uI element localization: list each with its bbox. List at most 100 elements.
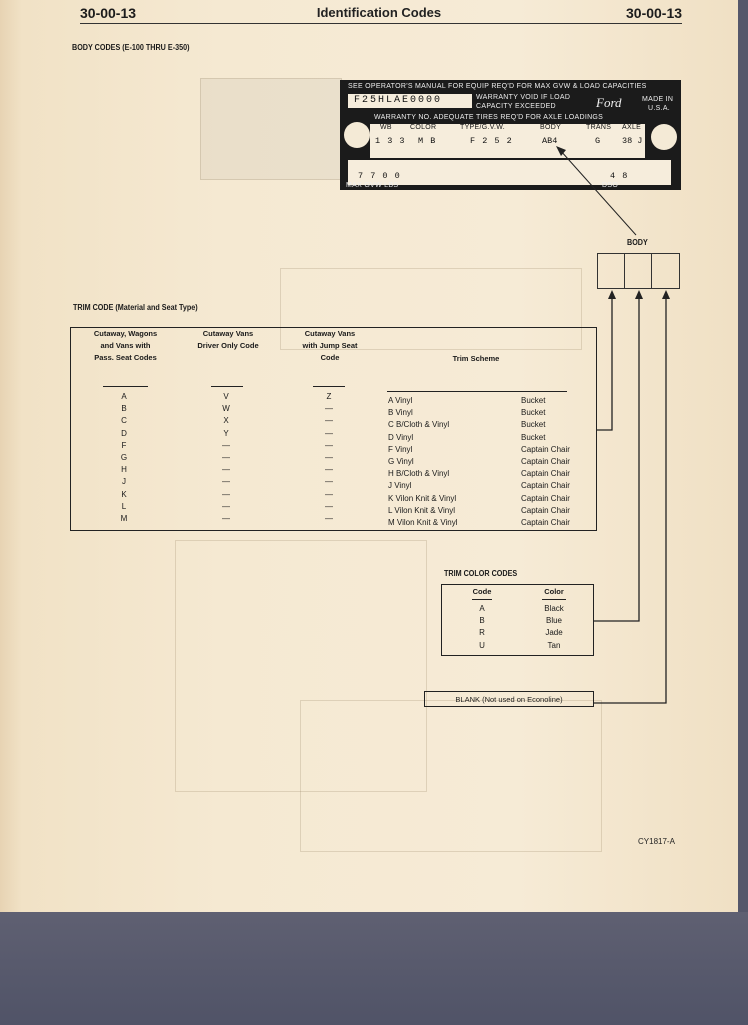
- plate-line3: WARRANTY NO. ADEQUATE TIRES REQ'D FOR AX…: [374, 114, 604, 121]
- color-code: R: [479, 628, 485, 638]
- mounting-hole-right: [651, 124, 677, 150]
- seat-type: Bucket: [521, 408, 546, 418]
- col-jump-seat: Z——————————: [314, 391, 344, 525]
- seat-type: Captain Chair: [521, 481, 570, 491]
- label-type-gvw: TYPE/G.V.W.: [460, 124, 506, 131]
- color-code: B: [479, 616, 485, 626]
- header-pass-seat: Cutaway, Wagons and Vans with Pass. Seat…: [93, 329, 158, 362]
- header-trim-scheme: Trim Scheme: [452, 354, 500, 363]
- trim-material: H B/Cloth & Vinyl: [388, 469, 450, 479]
- seat-type: Captain Chair: [521, 518, 570, 528]
- body-code-box-1: [597, 253, 625, 289]
- jump-seat-code: Z: [326, 392, 332, 401]
- jump-seat-code: —: [325, 440, 333, 450]
- value-body: AB4: [542, 136, 558, 146]
- body-codes-title: BODY CODES (E-100 THRU E-350): [72, 43, 190, 52]
- vin-value: F25HLAE0000: [354, 95, 443, 106]
- body-code-box-2: [624, 253, 652, 289]
- jump-seat-code: —: [325, 501, 333, 511]
- gvw-area: 7 7 0 0 4 8: [348, 160, 671, 185]
- plate-line1: SEE OPERATOR'S MANUAL FOR EQUIP REQ'D FO…: [348, 83, 647, 90]
- pass-seat-code: F: [121, 440, 127, 450]
- color-name: Black: [544, 604, 564, 613]
- driver-only-code: —: [222, 440, 230, 450]
- driver-only-code: X: [223, 416, 229, 426]
- blank-note-box: BLANK (Not used on Econoline): [424, 691, 594, 707]
- made-in-a: MADE IN: [642, 96, 674, 103]
- label-axle: AXLE: [622, 124, 642, 131]
- value-wb: 1 3 3: [375, 136, 406, 146]
- color-name: Blue: [545, 616, 562, 626]
- page-title: Identification Codes: [316, 5, 442, 20]
- header-driver-only: Cutaway Vans Driver Only Code: [197, 329, 259, 350]
- trim-material: A Vinyl: [388, 396, 413, 405]
- jump-seat-code: —: [325, 465, 333, 475]
- seat-type: Bucket: [521, 432, 546, 442]
- jump-seat-code: —: [325, 477, 333, 487]
- page-number-left: 30-00-13: [80, 5, 137, 21]
- page-number-right: 30-00-13: [626, 5, 683, 21]
- value-trans: G: [595, 136, 601, 146]
- warranty-text-a: WARRANTY VOID IF LOAD: [476, 94, 571, 101]
- bleed-through: [175, 540, 427, 792]
- pass-seat-code: K: [121, 489, 127, 499]
- pass-seat-code: C: [121, 416, 127, 426]
- jump-seat-code: —: [325, 428, 333, 438]
- bleed-through: [280, 268, 582, 350]
- trim-material: L Vilon Knit & Vinyl: [388, 505, 456, 515]
- trim-material: F Vinyl: [388, 444, 413, 454]
- value-axle: 38 J: [622, 136, 643, 146]
- driver-only-code: —: [222, 489, 230, 499]
- jump-seat-code: —: [325, 489, 333, 499]
- value-dso: 4 8: [610, 171, 629, 181]
- figure-id: CY1817-A: [638, 837, 675, 846]
- label-body: BODY: [540, 124, 562, 131]
- label-color: COLOR: [410, 124, 437, 131]
- pass-seat-code: M: [120, 514, 128, 524]
- label-trans: TRANS: [586, 124, 612, 131]
- header-underline: [103, 386, 148, 387]
- manual-page: 30-00-13 Identification Codes 30-00-13 B…: [0, 0, 738, 912]
- driver-only-code: Y: [223, 428, 229, 438]
- trim-material: J Vinyl: [388, 481, 412, 491]
- seat-type: Captain Chair: [521, 444, 570, 454]
- pass-seat-code: G: [120, 453, 128, 463]
- dso-label: DSO: [602, 182, 619, 189]
- body-code-box-3: [651, 253, 680, 289]
- driver-only-code: —: [222, 453, 230, 463]
- value-type: F 2 5 2: [470, 136, 513, 146]
- pass-seat-code: A: [121, 392, 127, 401]
- ford-logo: Ford: [596, 95, 622, 110]
- seat-type: Captain Chair: [521, 469, 570, 479]
- color-code: A: [479, 604, 485, 613]
- driver-only-code: W: [222, 404, 230, 414]
- body-label: BODY: [627, 238, 648, 247]
- color-name: Tan: [547, 640, 561, 650]
- warranty-text-b: CAPACITY EXCEEDED: [476, 103, 556, 110]
- made-in-b: U.S.A.: [648, 105, 671, 112]
- plate-code-area: WB COLOR TYPE/G.V.W. BODY TRANS AXLE 1 3…: [370, 124, 645, 158]
- driver-only-code: —: [222, 501, 230, 511]
- pass-seat-code: H: [121, 465, 127, 475]
- header-underline: [313, 386, 345, 387]
- header-jump-seat: Cutaway Vans with Jump Seat Code: [302, 329, 358, 362]
- driver-only-code: V: [223, 392, 229, 401]
- bleed-through: [200, 78, 342, 180]
- leader-lines: [556, 146, 670, 704]
- trim-material: M Vilon Knit & Vinyl: [388, 518, 458, 528]
- pass-seat-code: L: [121, 501, 127, 511]
- driver-only-code: —: [222, 465, 230, 475]
- seat-type: Bucket: [521, 420, 546, 430]
- pass-seat-code: J: [122, 477, 126, 487]
- jump-seat-code: —: [325, 514, 333, 524]
- seat-type: Bucket: [521, 396, 546, 405]
- mounting-hole-left: [344, 122, 370, 148]
- background-surface: [0, 912, 748, 1025]
- header-underline: [542, 599, 566, 600]
